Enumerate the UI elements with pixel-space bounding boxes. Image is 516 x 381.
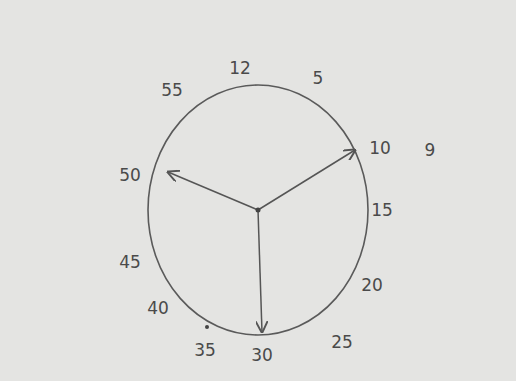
clock-hand [258, 210, 262, 332]
clock-number: 5 [311, 69, 326, 88]
clock-number: 45 [117, 253, 143, 272]
clock-number: 35 [192, 341, 218, 360]
clock-hand [168, 172, 258, 210]
clock-number: 10 [367, 139, 393, 158]
clock-number: 50 [117, 166, 143, 185]
clock-hand [258, 150, 355, 210]
clock-number: 20 [359, 276, 385, 295]
clock-number: 30 [249, 346, 275, 365]
clock-number: 25 [329, 333, 355, 352]
clock-face [148, 85, 368, 335]
clock-number: 12 [227, 59, 253, 78]
tick-dot [205, 325, 209, 329]
clock-number: 9 [423, 141, 438, 160]
clock-number: 15 [369, 201, 395, 220]
clock-number: 40 [145, 299, 171, 318]
clock-number: 55 [159, 81, 185, 100]
center-dot [256, 208, 261, 213]
